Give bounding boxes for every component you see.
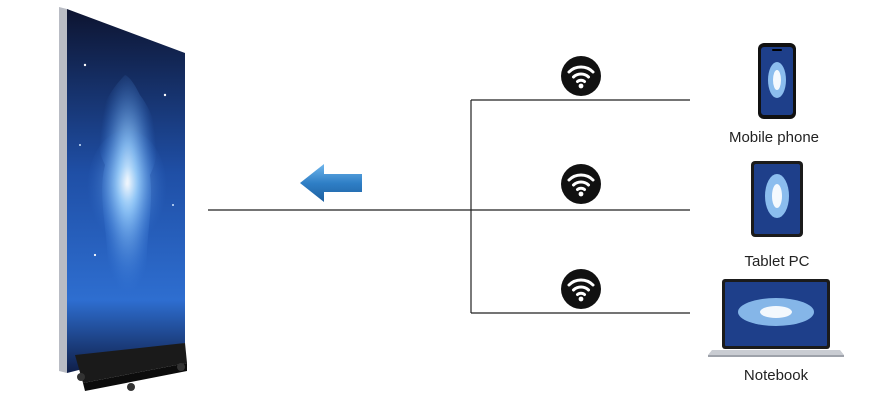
- wifi-icon: [561, 269, 601, 309]
- laptop-icon: [708, 279, 844, 357]
- device-label-mobile-phone: Mobile phone: [728, 129, 820, 146]
- device-label-tablet-pc: Tablet PC: [744, 253, 810, 270]
- led-poster-display-icon: [59, 7, 187, 391]
- smartphone-icon: [758, 43, 796, 119]
- arrow-left-icon: [300, 164, 362, 202]
- wifi-icon: [561, 56, 601, 96]
- wifi-icon: [561, 164, 601, 204]
- device-label-notebook: Notebook: [743, 367, 809, 384]
- tablet-icon: [751, 161, 803, 237]
